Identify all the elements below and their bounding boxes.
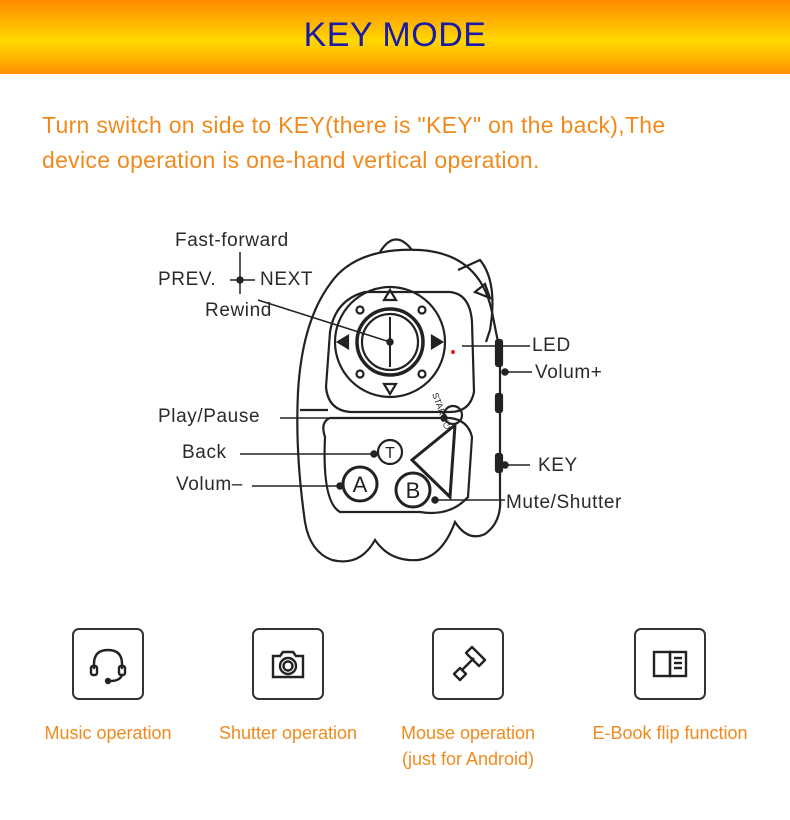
feature-mouse-label-sub: (just for Android) xyxy=(401,749,535,769)
key-side-button xyxy=(494,452,504,474)
feature-music-label: Music operation xyxy=(44,723,172,743)
remote-side-clip xyxy=(457,258,494,343)
label-volume-down: Volum– xyxy=(176,474,243,495)
remote-illustration: A B T START/⏻ xyxy=(230,238,532,563)
feature-music: Music operation xyxy=(18,628,198,746)
link-icon xyxy=(432,628,504,700)
header-banner: KEY MODE xyxy=(0,0,790,74)
label-back: Back xyxy=(182,442,227,463)
page-title: KEY MODE xyxy=(303,16,487,54)
feature-list: Music operation Shutter operation Mouse … xyxy=(0,628,790,798)
intro-line-2: device operation is one-hand vertical op… xyxy=(42,147,540,173)
label-next: NEXT xyxy=(260,269,314,290)
feature-shutter-label: Shutter operation xyxy=(218,723,358,743)
feature-ebook-label: E-Book flip function xyxy=(592,723,748,743)
label-mute-shutter: Mute/Shutter xyxy=(506,492,622,513)
camera-icon xyxy=(252,628,324,700)
a-button-text: A xyxy=(353,472,368,497)
remote-diagram: A B T START/⏻ Fast-forward PREV. NEXT xyxy=(150,222,650,592)
t-button-text: T xyxy=(385,445,395,462)
feature-mouse: Mouse operation (just for Android) xyxy=(378,628,558,772)
book-icon xyxy=(634,628,706,700)
label-prev: PREV. xyxy=(158,269,217,290)
label-volume-up: Volum+ xyxy=(535,362,603,383)
label-rewind: Rewind xyxy=(205,300,272,321)
volume-up-side-button xyxy=(494,338,504,368)
intro-text: Turn switch on side to KEY(there is "KEY… xyxy=(42,108,762,178)
label-fast-forward: Fast-forward xyxy=(175,230,289,251)
triangle-pad xyxy=(409,421,457,501)
feature-shutter: Shutter operation xyxy=(198,628,378,746)
remote-upper-panel xyxy=(324,290,476,414)
remote-lower-panel xyxy=(322,416,474,515)
t-button xyxy=(376,438,404,466)
intro-line-1: Turn switch on side to KEY(there is "KEY… xyxy=(42,112,666,138)
led-dot xyxy=(451,350,455,354)
feature-mouse-label-main: Mouse operation xyxy=(400,723,536,743)
b-button-text: B xyxy=(406,478,421,503)
label-key: KEY xyxy=(538,455,578,476)
feature-ebook: E-Book flip function xyxy=(580,628,760,746)
dpad-ring xyxy=(333,285,447,399)
headset-icon xyxy=(72,628,144,700)
remote-body-outline xyxy=(296,248,502,563)
remote-top-nub xyxy=(379,238,413,253)
dpad-center xyxy=(355,307,425,377)
label-play-pause: Play/Pause xyxy=(158,406,261,427)
feature-mouse-label: Mouse operation (just for Android) xyxy=(378,720,558,772)
label-led: LED xyxy=(532,335,571,356)
b-button xyxy=(394,471,432,509)
